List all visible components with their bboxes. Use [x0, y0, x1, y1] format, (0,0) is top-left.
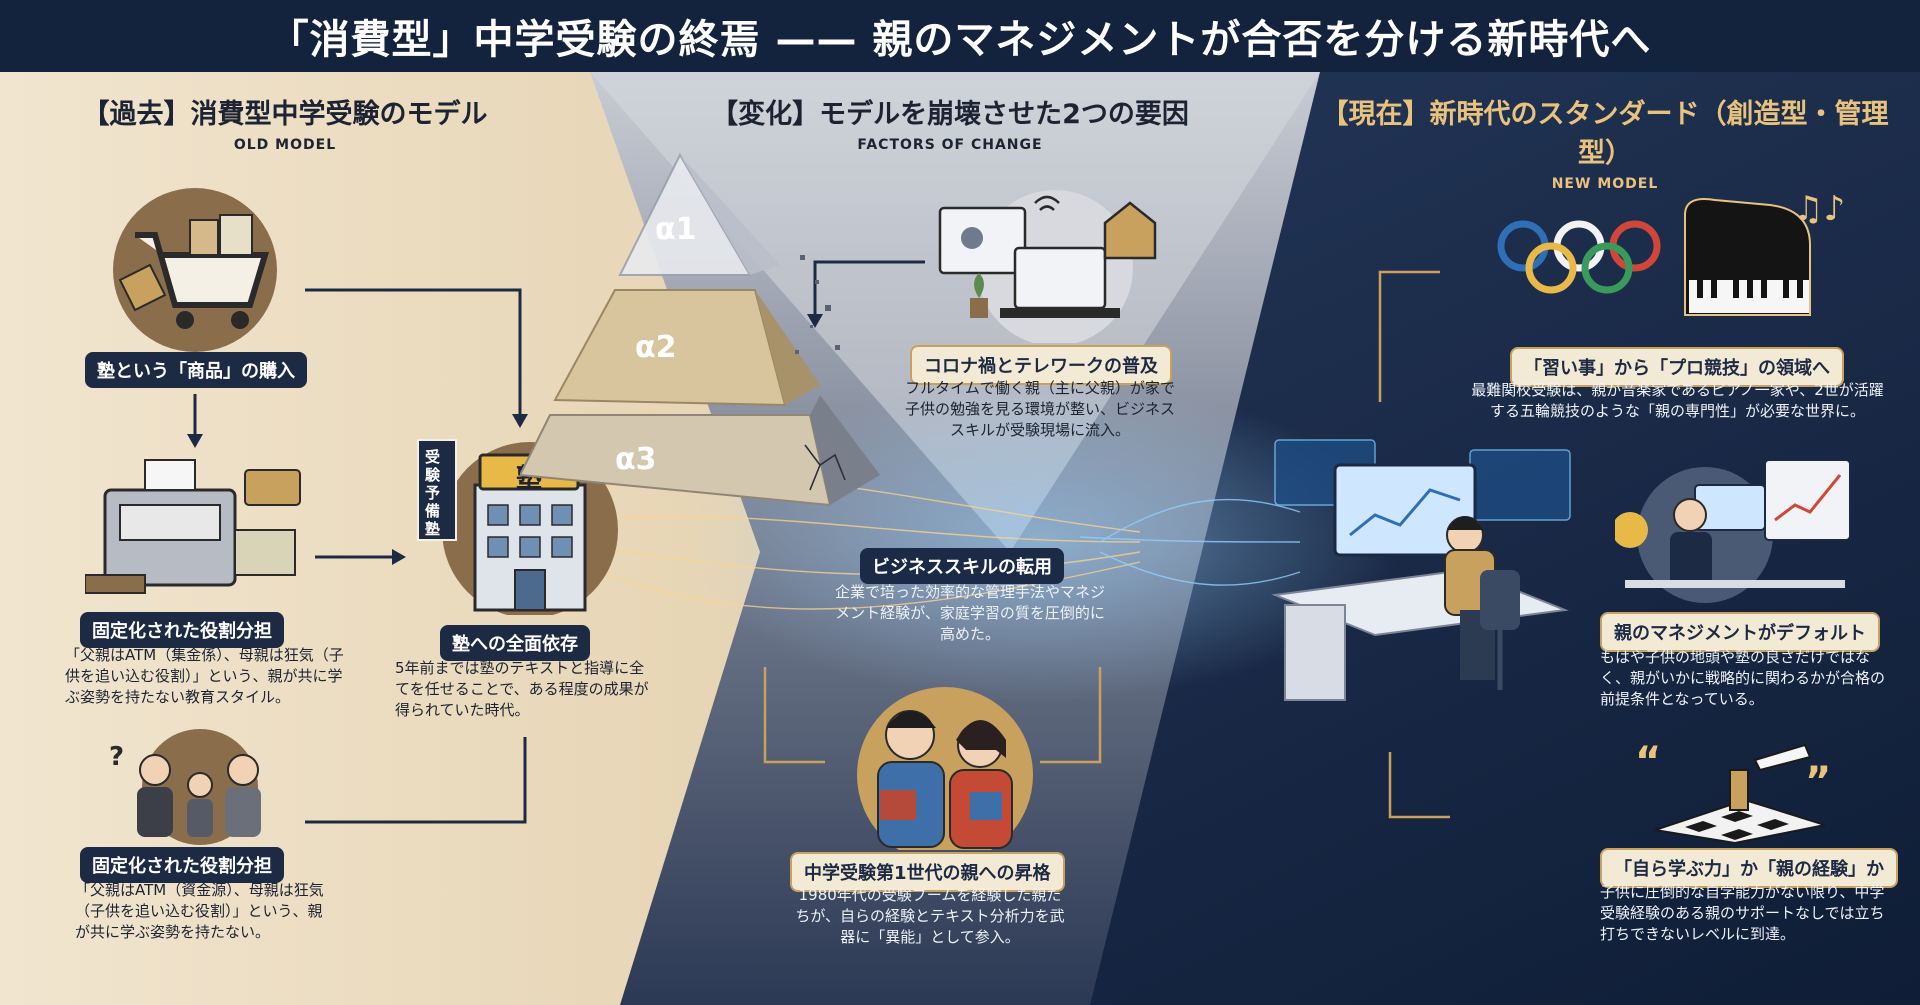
- pyramid-icon: [520, 145, 920, 615]
- new-item-desc-2: もはや子供の地頭や塾の良さだけではなく、親がいかに戦略的に関わるかが合格の前提条…: [1600, 648, 1886, 708]
- old-item-label-3: 塾への全面依存: [440, 625, 590, 661]
- piano-icon: ♫♪: [1675, 185, 1845, 325]
- svg-text:♫♪: ♫♪: [1793, 189, 1845, 229]
- change-panel-heading: 【変化】モデルを崩壊させた2つの要因 FACTORS OF CHANGE: [700, 92, 1200, 153]
- chess-icon: “ ”: [1635, 735, 1835, 845]
- old-item-desc-4: 「父親はATM（資金源）、母親は狂気（子供を追い込む役割）」という、親が共に学ぶ…: [75, 881, 324, 941]
- old-panel-title: 【過去】消費型中学受験のモデル: [82, 99, 488, 130]
- old-item-label-1: 塾という「商品」の購入: [85, 352, 307, 388]
- old-item-desc-3: 5年前までは塾のテキストと指導に全てを任せることで、ある程度の成果が得られていた…: [395, 659, 649, 719]
- svg-text:?: ?: [109, 742, 124, 772]
- change-panel-title: 【変化】モデルを崩壊させた2つの要因: [711, 99, 1189, 130]
- new-item-desc-1: 最難関校受験は、親が音楽家であるピアノ一家や、2世が活躍する五輪競技のような「親…: [1471, 381, 1884, 420]
- analyst-icon: [1615, 450, 1855, 605]
- change-item-label-2: ビジネススキルの転用: [860, 548, 1064, 584]
- new-item-label-3: 「自ら学ぶ力」か「親の経験」か: [1600, 848, 1898, 888]
- change-item-label-1: コロナ禍とテレワークの普及: [910, 345, 1172, 385]
- new-item-label-1: 「習い事」から「プロ競技」の領域へ: [1510, 347, 1844, 387]
- svg-text:”: ”: [1805, 759, 1831, 805]
- manager-desk-icon: [1265, 420, 1595, 720]
- new-item-label-2: 親のマネジメントがデフォルト: [1600, 612, 1880, 652]
- old-item-label-2: 固定化された役割分担: [80, 612, 284, 648]
- old-item-label-4: 固定化された役割分担: [80, 847, 284, 883]
- pyramid-level-3: α3: [615, 442, 657, 477]
- change-item-desc-1: フルタイムで働く親（主に父親）が家で子供の勉強を見る環境が整い、ビジネススキルが…: [905, 379, 1176, 439]
- new-panel-title: 【現在】新時代のスタンダード（創造型・管理型）: [1321, 99, 1889, 169]
- change-item-desc-2: 企業で培った効率的な管理手法やマネジメント経験が、家庭学習の質を圧倒的に高めた。: [835, 583, 1106, 643]
- change-item-label-3: 中学受験第1世代の親への昇格: [790, 852, 1065, 892]
- new-panel-subtitle: NEW MODEL: [1551, 176, 1659, 192]
- banner-title: 「消費型」中学受験の終焉 —— 親のマネジメントが合否を分ける新時代へ: [0, 0, 1920, 72]
- telework-icon: [930, 178, 1170, 343]
- shopping-cart-icon: [95, 185, 295, 355]
- old-item-desc-2: 「父親はATM（集金係）、母親は狂気（子供を追い込む役割）」という、親が共に学ぶ…: [65, 646, 344, 706]
- old-panel-heading: 【過去】消費型中学受験のモデル OLD MODEL: [60, 92, 510, 153]
- svg-text:“: “: [1635, 739, 1661, 785]
- juku-sign-vertical: 受験予備塾: [425, 448, 441, 538]
- old-panel-subtitle: OLD MODEL: [233, 137, 337, 153]
- olympic-rings-icon: [1495, 218, 1665, 298]
- parents-icon: [820, 680, 1070, 850]
- change-item-desc-3: 1980年代の受験ブームを経験した親たちが、自らの経験とテキスト分析力を武器に「…: [795, 886, 1065, 946]
- family-icon: ?: [95, 725, 295, 845]
- cash-register-icon: [85, 450, 305, 600]
- pyramid-level-1: α1: [655, 212, 697, 247]
- new-panel-heading: 【現在】新時代のスタンダード（創造型・管理型） NEW MODEL: [1310, 92, 1900, 192]
- change-panel-subtitle: FACTORS OF CHANGE: [857, 137, 1043, 153]
- new-item-desc-3: 子供に圧倒的な自学能力がない限り、中学受験経験のある親のサポートなしでは立ち打ち…: [1600, 883, 1885, 943]
- pyramid-level-2: α2: [635, 330, 677, 365]
